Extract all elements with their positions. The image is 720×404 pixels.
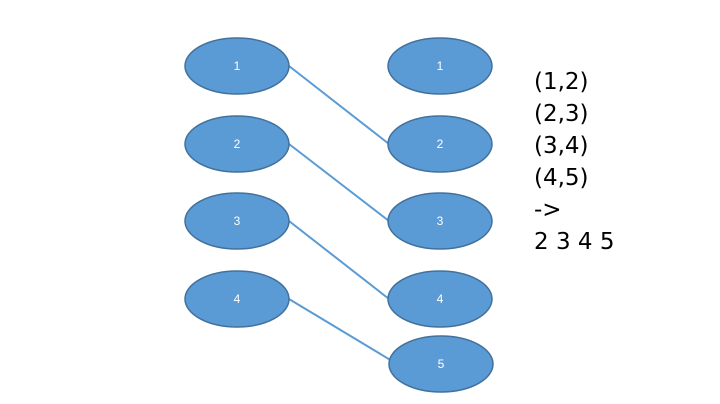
right-node-3-label: 3 bbox=[437, 214, 444, 228]
left-node-2-ellipse bbox=[184, 115, 290, 173]
left-node-1-ellipse bbox=[184, 37, 290, 95]
note-result: 2 3 4 5 bbox=[534, 229, 615, 255]
right-node-5-ellipse bbox=[388, 335, 494, 393]
right-node-4-ellipse bbox=[387, 270, 493, 328]
right-node-4-label: 4 bbox=[437, 292, 444, 306]
right-node-4: 4 bbox=[387, 270, 493, 328]
right-node-3-ellipse bbox=[387, 192, 493, 250]
right-node-3: 3 bbox=[387, 192, 493, 250]
edge-4-5 bbox=[288, 298, 398, 365]
note-arrow: -> bbox=[534, 197, 562, 223]
right-node-2: 2 bbox=[387, 115, 493, 173]
note-line-4: (4,5) bbox=[534, 165, 589, 191]
left-node-1: 1 bbox=[184, 37, 290, 95]
right-node-1-label: 1 bbox=[437, 59, 444, 73]
left-node-2: 2 bbox=[184, 115, 290, 173]
right-node-2-label: 2 bbox=[437, 137, 444, 151]
right-node-1-ellipse bbox=[387, 37, 493, 95]
note-line-2: (2,3) bbox=[534, 101, 589, 127]
left-node-4-label: 4 bbox=[234, 292, 241, 306]
left-node-3: 3 bbox=[184, 192, 290, 250]
right-node-2-ellipse bbox=[387, 115, 493, 173]
note-line-3: (3,4) bbox=[534, 133, 589, 159]
matching-notes: (1,2) (2,3) (3,4) (4,5) -> 2 3 4 5 bbox=[534, 66, 614, 258]
right-node-5: 5 bbox=[388, 335, 494, 393]
right-node-1: 1 bbox=[387, 37, 493, 95]
left-node-4-ellipse bbox=[184, 270, 290, 328]
note-line-1: (1,2) bbox=[534, 69, 589, 95]
left-node-3-label: 3 bbox=[234, 214, 241, 228]
edge-2-3 bbox=[288, 143, 390, 222]
left-node-3-ellipse bbox=[184, 192, 290, 250]
left-node-4: 4 bbox=[184, 270, 290, 328]
left-node-1-label: 1 bbox=[234, 59, 241, 73]
left-node-2-label: 2 bbox=[234, 137, 241, 151]
edge-1-2 bbox=[288, 65, 390, 145]
edge-3-4 bbox=[288, 220, 390, 300]
right-node-5-label: 5 bbox=[438, 357, 445, 371]
edges-layer bbox=[288, 65, 398, 365]
